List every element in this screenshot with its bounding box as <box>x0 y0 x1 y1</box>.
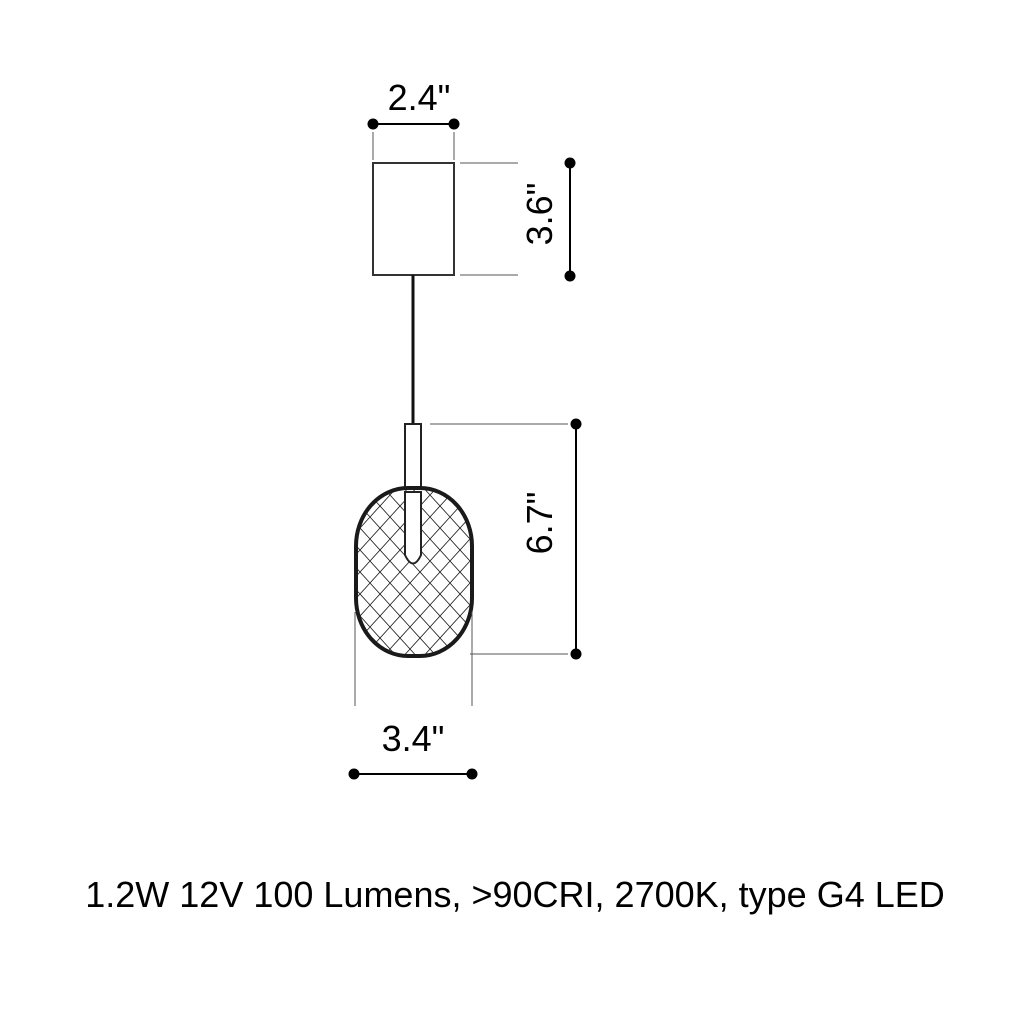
canopy-width-dimension: 2.4" <box>367 77 460 160</box>
shade-height-label: 6.7" <box>519 492 560 555</box>
shade-width-dimension: 3.4" <box>348 612 478 780</box>
canopy-height-dimension: 3.6" <box>460 157 576 282</box>
canopy-width-label: 2.4" <box>388 77 451 118</box>
mesh-shade <box>354 486 474 658</box>
shade-height-dimension: 6.7" <box>430 418 582 660</box>
canopy <box>372 162 455 276</box>
canopy-height-label: 3.6" <box>519 183 560 246</box>
spec-caption: 1.2W 12V 100 Lumens, >90CRI, 2700K, type… <box>85 874 945 915</box>
socket-rod <box>404 423 422 493</box>
shade-width-label: 3.4" <box>382 718 445 759</box>
